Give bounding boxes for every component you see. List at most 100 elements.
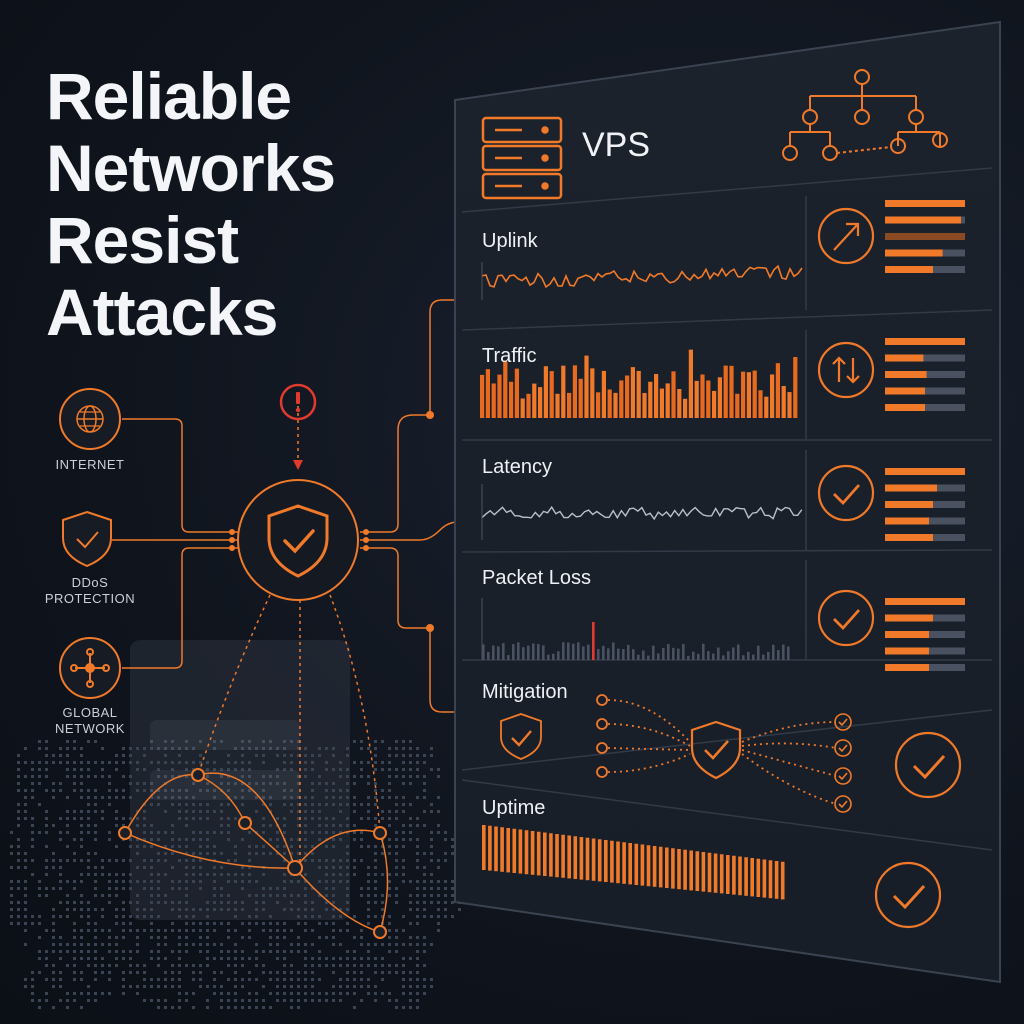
map-dot (80, 838, 83, 841)
map-dot (66, 915, 69, 918)
map-dot (136, 866, 139, 869)
map-dot (129, 887, 132, 890)
map-dot (234, 985, 237, 988)
map-dot (367, 880, 370, 883)
map-dot (122, 950, 125, 953)
map-dot (346, 796, 349, 799)
map-dot (199, 754, 202, 757)
map-dot (129, 929, 132, 932)
map-dot (185, 901, 188, 904)
map-dot (31, 761, 34, 764)
map-dot (402, 873, 405, 876)
map-dot (409, 740, 412, 743)
map-dot (241, 985, 244, 988)
map-dot (115, 887, 118, 890)
map-dot (87, 950, 90, 953)
map-dot (248, 971, 251, 974)
map-dot (423, 936, 426, 939)
map-dot (269, 740, 272, 743)
map-dot (318, 957, 321, 960)
map-dot (381, 943, 384, 946)
map-dot (220, 1006, 223, 1009)
map-dot (73, 775, 76, 778)
map-dot (122, 887, 125, 890)
map-dot (409, 831, 412, 834)
map-dot (52, 824, 55, 827)
map-dot (150, 929, 153, 932)
map-dot (115, 817, 118, 820)
map-dot (353, 992, 356, 995)
map-dot (164, 761, 167, 764)
map-dot (304, 978, 307, 981)
map-dot (311, 810, 314, 813)
map-dot (185, 796, 188, 799)
map-dot (73, 838, 76, 841)
map-dot (255, 810, 258, 813)
map-dot (227, 768, 230, 771)
map-dot (283, 971, 286, 974)
map-dot (129, 782, 132, 785)
row-title-uptime: Uptime (482, 797, 546, 819)
map-dot (80, 901, 83, 904)
map-dot (94, 936, 97, 939)
map-dot (171, 880, 174, 883)
ddos-label: DDoS PROTECTION (40, 575, 140, 607)
map-dot (129, 754, 132, 757)
map-dot (31, 978, 34, 981)
map-dot (255, 754, 258, 757)
map-dot (157, 831, 160, 834)
map-dot (24, 880, 27, 883)
map-dot (388, 936, 391, 939)
map-dot (318, 894, 321, 897)
map-dot (59, 866, 62, 869)
map-dot (360, 768, 363, 771)
map-dot (318, 838, 321, 841)
map-dot (353, 950, 356, 953)
map-dot (80, 775, 83, 778)
map-dot (276, 978, 279, 981)
map-dot (157, 796, 160, 799)
map-dot (332, 992, 335, 995)
map-dot (94, 964, 97, 967)
map-dot (45, 761, 48, 764)
map-dot (430, 880, 433, 883)
headline: Reliable Networks Resist Attacks (46, 60, 336, 348)
map-dot (241, 999, 244, 1002)
map-dot (220, 999, 223, 1002)
map-dot (283, 929, 286, 932)
map-dot (241, 873, 244, 876)
map-dot (416, 747, 419, 750)
map-dot (297, 915, 300, 918)
map-dot (143, 859, 146, 862)
map-dot (374, 901, 377, 904)
map-dot (164, 1006, 167, 1009)
map-dot (171, 978, 174, 981)
map-dot (304, 894, 307, 897)
map-dot (444, 894, 447, 897)
map-dot (283, 782, 286, 785)
map-dot (290, 943, 293, 946)
map-dot (304, 971, 307, 974)
map-dot (269, 796, 272, 799)
map-dot (59, 754, 62, 757)
map-dot (346, 929, 349, 932)
map-dot (297, 775, 300, 778)
map-dot (220, 985, 223, 988)
map-dot (430, 747, 433, 750)
map-dot (367, 922, 370, 925)
map-dot (283, 985, 286, 988)
map-dot (269, 978, 272, 981)
map-dot (143, 754, 146, 757)
map-dot (241, 782, 244, 785)
map-dot (10, 880, 13, 883)
map-dot (150, 740, 153, 743)
map-dot (52, 943, 55, 946)
map-dot (395, 964, 398, 967)
map-dot (248, 1006, 251, 1009)
row-title-uplink: Uplink (482, 230, 538, 252)
map-dot (17, 901, 20, 904)
map-dot (17, 789, 20, 792)
map-dot (115, 943, 118, 946)
map-dot (213, 880, 216, 883)
map-dot (402, 831, 405, 834)
